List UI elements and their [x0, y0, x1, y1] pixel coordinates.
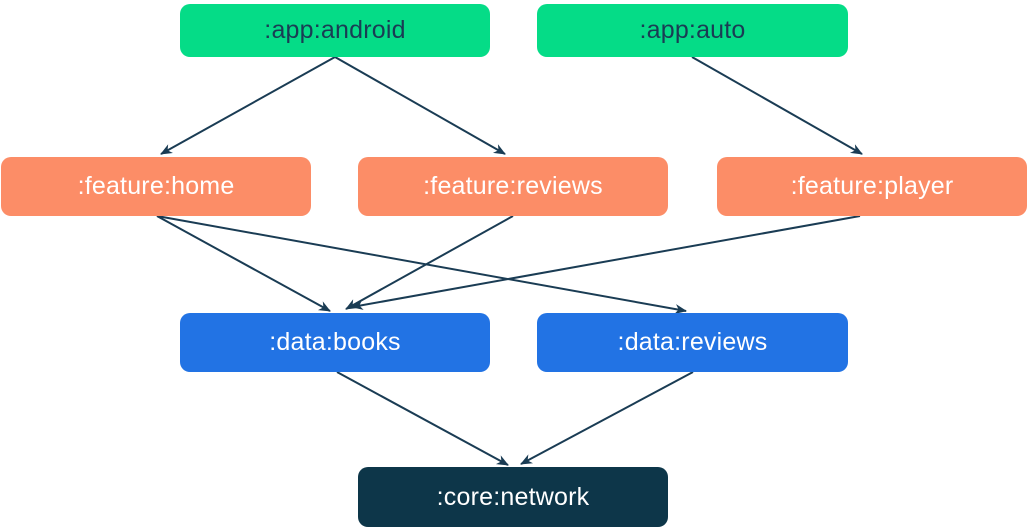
node-label: :data:reviews — [617, 328, 768, 356]
edge-data-reviews-to-core-network — [520, 371, 694, 465]
node-label: :data:books — [269, 328, 401, 356]
node-label: :feature:player — [790, 172, 954, 200]
node-core-network: :core:network — [358, 467, 668, 527]
edge-feature-home-to-data-books — [156, 215, 331, 312]
edge-app-android-to-feature-reviews — [334, 56, 506, 155]
node-data-reviews: :data:reviews — [537, 313, 848, 372]
node-app-auto: :app:auto — [537, 4, 848, 57]
node-app-android: :app:android — [180, 4, 490, 57]
node-label: :app:android — [264, 16, 406, 44]
node-data-books: :data:books — [180, 313, 490, 372]
node-label: :feature:home — [77, 172, 235, 200]
edge-data-books-to-core-network — [336, 371, 509, 466]
node-label: :app:auto — [639, 16, 746, 44]
node-label: :feature:reviews — [423, 172, 603, 200]
node-feature-reviews: :feature:reviews — [358, 157, 668, 216]
edge-feature-reviews-to-data-books — [345, 215, 514, 310]
edge-app-android-to-feature-home — [160, 56, 336, 155]
node-feature-home: :feature:home — [1, 157, 311, 216]
edge-feature-home-to-data-reviews — [156, 215, 687, 314]
edge-app-auto-to-feature-player — [691, 56, 863, 155]
edge-feature-player-to-data-books — [351, 215, 861, 310]
node-label: :core:network — [436, 482, 590, 511]
node-feature-player: :feature:player — [717, 157, 1027, 216]
